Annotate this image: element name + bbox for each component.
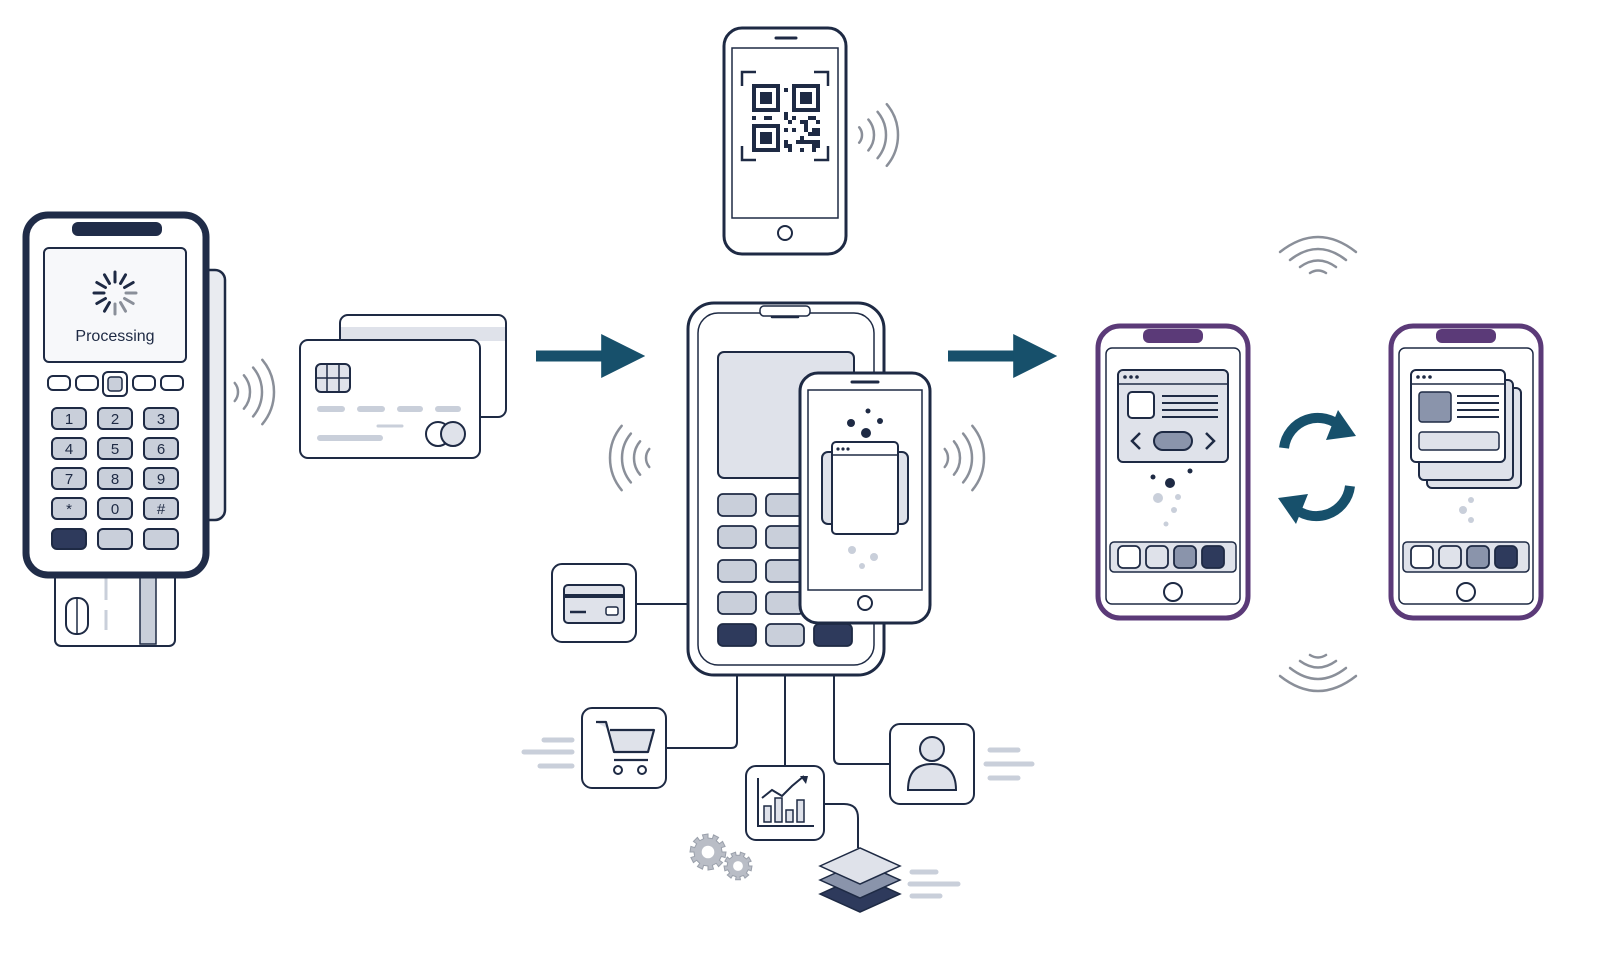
keypad-key[interactable]: * bbox=[51, 497, 87, 520]
qr-code-phone bbox=[722, 26, 848, 256]
pos-key[interactable] bbox=[717, 591, 757, 615]
layers-icon bbox=[818, 847, 902, 913]
function-buttons[interactable] bbox=[47, 371, 184, 397]
wireless-signal-icon bbox=[1278, 235, 1358, 275]
keypad-key-label: 9 bbox=[157, 471, 165, 488]
app-dock-icon[interactable] bbox=[1145, 545, 1169, 569]
keypad-key-label: # bbox=[157, 501, 166, 518]
keypad-key[interactable]: 6 bbox=[143, 437, 179, 460]
keypad-key[interactable]: 3 bbox=[143, 407, 179, 430]
app-dock-icon[interactable] bbox=[1410, 545, 1434, 569]
pos-key[interactable] bbox=[765, 623, 805, 647]
keypad[interactable]: 1 2 3 4 5 6 7 8 9 * 0 # bbox=[51, 407, 179, 520]
web-app-phone-1 bbox=[1095, 323, 1251, 621]
app-dock-icon[interactable] bbox=[1494, 545, 1518, 569]
keypad-key[interactable]: 8 bbox=[97, 467, 133, 490]
keypad-key[interactable]: 5 bbox=[97, 437, 133, 460]
gears-icon bbox=[689, 833, 753, 881]
user-profile-icon[interactable] bbox=[889, 723, 975, 805]
keypad-key-label: * bbox=[66, 501, 72, 518]
keypad-key[interactable]: 7 bbox=[51, 467, 87, 490]
pos-key[interactable] bbox=[765, 591, 805, 615]
pos-key[interactable] bbox=[813, 623, 853, 647]
app-dock-icon[interactable] bbox=[1173, 545, 1197, 569]
wireless-signal-icon bbox=[1278, 653, 1358, 693]
credit-card-icon bbox=[299, 314, 507, 459]
payment-terminal: Processing 1 2 3 4 5 6 7 8 9 * 0 # bbox=[22, 211, 227, 647]
qr-code-icon bbox=[752, 84, 820, 152]
keypad-key[interactable]: 4 bbox=[51, 437, 87, 460]
keypad-key-label: 7 bbox=[65, 471, 73, 488]
keypad-key[interactable]: 0 bbox=[97, 497, 133, 520]
screen-status-text: Processing bbox=[75, 328, 154, 345]
contactless-wave-icon bbox=[857, 102, 900, 168]
pos-key[interactable] bbox=[765, 559, 805, 583]
sync-icon[interactable] bbox=[1278, 410, 1356, 524]
pos-key[interactable] bbox=[717, 493, 757, 517]
connector-lines bbox=[636, 603, 890, 848]
pos-key[interactable] bbox=[717, 559, 757, 583]
pos-key[interactable] bbox=[765, 525, 805, 549]
motion-lines-icon bbox=[983, 747, 1035, 781]
keypad-key-label: 2 bbox=[111, 411, 119, 428]
keypad-key[interactable]: 9 bbox=[143, 467, 179, 490]
keypad-key-label: 4 bbox=[65, 441, 73, 458]
pos-key[interactable] bbox=[717, 623, 757, 647]
contactless-wave-icon bbox=[608, 424, 651, 492]
keypad-key[interactable]: 1 bbox=[51, 407, 87, 430]
mobile-wallet-phone bbox=[798, 371, 932, 625]
keypad-key[interactable]: # bbox=[143, 497, 179, 520]
app-dock-icon[interactable] bbox=[1466, 545, 1490, 569]
keypad-key-label: 5 bbox=[111, 441, 119, 458]
motion-lines-icon bbox=[907, 869, 961, 899]
analytics-chart-icon[interactable] bbox=[745, 765, 825, 841]
keypad-key-label: 1 bbox=[65, 411, 73, 428]
pos-key[interactable] bbox=[717, 525, 757, 549]
keypad-key-label: 3 bbox=[157, 411, 165, 428]
contactless-wave-icon bbox=[943, 424, 986, 492]
app-dock-icon[interactable] bbox=[1201, 545, 1225, 569]
shopping-cart-icon[interactable] bbox=[581, 707, 667, 789]
app-dock-icon[interactable] bbox=[1438, 545, 1462, 569]
app-window-icon bbox=[821, 441, 909, 535]
keypad-key[interactable]: 2 bbox=[97, 407, 133, 430]
keypad-key-label: 0 bbox=[111, 501, 119, 518]
pos-key[interactable] bbox=[765, 493, 805, 517]
motion-lines-icon bbox=[521, 737, 575, 769]
qr-scan-frame bbox=[740, 70, 830, 162]
card-icon[interactable] bbox=[551, 563, 637, 643]
keypad-key-label: 8 bbox=[111, 471, 119, 488]
loading-spinner-icon bbox=[92, 270, 138, 316]
web-app-phone-2 bbox=[1388, 323, 1544, 621]
app-dock-icon[interactable] bbox=[1117, 545, 1141, 569]
contactless-wave-icon bbox=[233, 358, 276, 426]
keypad-key-label: 6 bbox=[157, 441, 165, 458]
